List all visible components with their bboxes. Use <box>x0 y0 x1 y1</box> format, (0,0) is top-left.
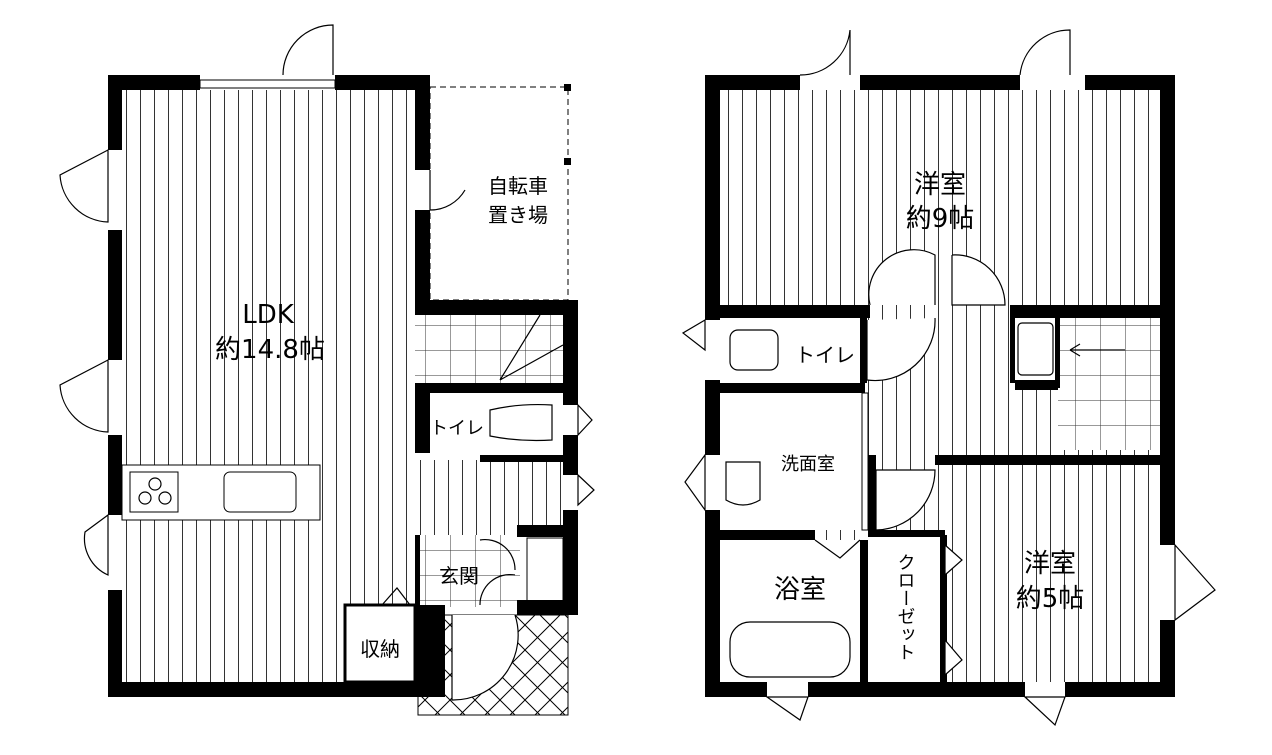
ldk-label: LDK <box>242 300 295 330</box>
toilet-icon <box>729 329 779 371</box>
room-large-label: 洋室 <box>914 170 966 200</box>
washbasin-icon <box>725 461 761 506</box>
storage-label: 収納 <box>360 637 400 661</box>
room-large-size: 約9帖 <box>906 204 975 234</box>
stairs-2f <box>1058 318 1160 450</box>
bath-label: 浴室 <box>774 575 826 605</box>
closet-label: クローゼット <box>895 553 916 661</box>
ldk-floor <box>122 90 415 682</box>
room-small-label: 洋室 <box>1024 549 1076 579</box>
bicycle-label-2: 置き場 <box>488 203 548 227</box>
washroom-label: 洗面室 <box>781 454 835 475</box>
washbasin-icon <box>1017 322 1054 376</box>
door <box>282 24 334 76</box>
closet <box>868 535 945 682</box>
room-small-size: 約5帖 <box>1016 584 1085 614</box>
toilet-icon <box>489 403 553 442</box>
floor-1: LDK 約14.8帖 自転車 置き場 トイレ 玄関 収納 <box>59 24 595 716</box>
sink-icon <box>223 471 297 513</box>
floor-2: 洋室 約9帖 トイレ 洗面室 浴室 クローゼット 洋室 約5帖 <box>681 29 1216 727</box>
bicycle-label-1: 自転車 <box>488 174 548 198</box>
stairs-1f <box>415 315 563 383</box>
entrance-label: 玄関 <box>439 564 479 588</box>
storage-room <box>343 603 417 684</box>
bathtub-icon <box>729 621 851 678</box>
toilet-label-1f: トイレ <box>430 418 484 439</box>
toilet-label-2f: トイレ <box>795 343 855 367</box>
ldk-size-label: 約14.8帖 <box>215 335 325 365</box>
entrance-door <box>451 614 519 701</box>
entrance-floor <box>420 535 520 607</box>
window <box>199 79 336 89</box>
